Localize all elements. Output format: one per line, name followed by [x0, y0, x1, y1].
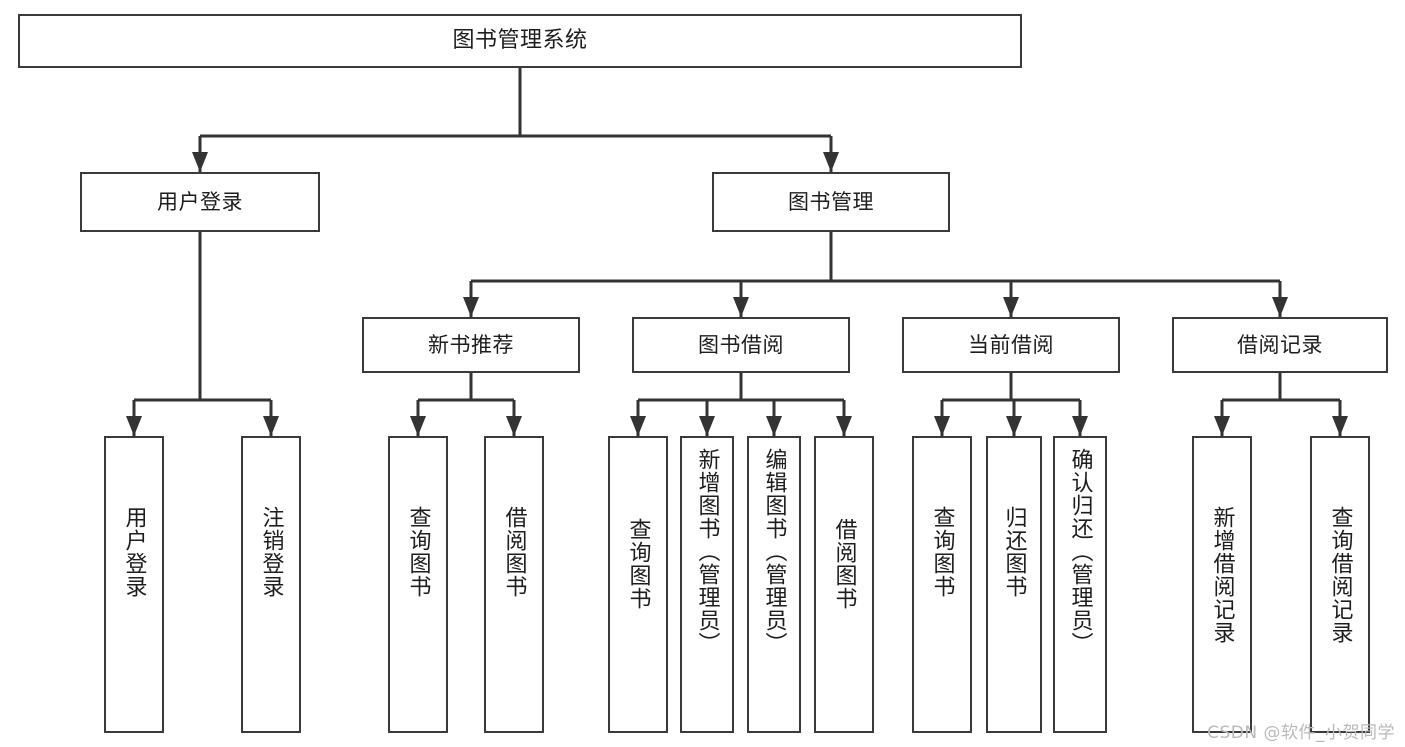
node-label: 用户登录 — [121, 506, 147, 598]
arrowhead — [1214, 416, 1230, 436]
arrowhead — [1072, 416, 1088, 436]
arrowhead — [1332, 416, 1348, 436]
node-label: 查询图书 — [405, 506, 431, 598]
node-book-manage[interactable]: 图书管理 — [712, 172, 950, 232]
arrowhead — [192, 152, 208, 172]
node-leaf-user-logout[interactable]: 注销登录 — [241, 436, 301, 733]
node-leaf-confirm-return[interactable]: 确认归还（管理员） — [1053, 436, 1107, 733]
arrowhead — [733, 297, 749, 317]
node-user-login[interactable]: 用户登录 — [80, 172, 320, 232]
arrowhead — [766, 416, 782, 436]
node-leaf-user-login[interactable]: 用户登录 — [104, 436, 164, 733]
arrowhead — [630, 416, 646, 436]
arrowhead — [463, 297, 479, 317]
node-label: 查询图书 — [929, 506, 955, 598]
node-label: 归还图书 — [1001, 506, 1027, 598]
node-leaf-add-book[interactable]: 新增图书（管理员） — [680, 436, 734, 733]
node-label: 借阅记录 — [1237, 332, 1323, 357]
node-leaf-add-record[interactable]: 新增借阅记录 — [1192, 436, 1252, 733]
arrowhead — [506, 416, 522, 436]
node-label: 图书借阅 — [698, 332, 784, 357]
node-leaf-query-book-3[interactable]: 查询图书 — [912, 436, 972, 733]
node-label: 图书管理 — [788, 189, 874, 214]
arrowhead — [699, 416, 715, 436]
node-label: 图书管理系统 — [452, 28, 588, 54]
node-leaf-query-record[interactable]: 查询借阅记录 — [1310, 436, 1370, 733]
node-label: 当前借阅 — [968, 332, 1054, 357]
node-label: 查询图书 — [625, 518, 651, 610]
node-leaf-borrow-book-1[interactable]: 借阅图书 — [484, 436, 544, 733]
node-book-borrow[interactable]: 图书借阅 — [632, 317, 850, 373]
arrowhead — [1003, 297, 1019, 317]
node-leaf-return-book[interactable]: 归还图书 — [986, 436, 1042, 733]
node-label: 编辑图书（管理员） — [761, 448, 787, 655]
node-label: 查询借阅记录 — [1327, 506, 1353, 644]
node-new-book-rec[interactable]: 新书推荐 — [362, 317, 580, 373]
node-root[interactable]: 图书管理系统 — [18, 14, 1022, 68]
node-label: 借阅图书 — [831, 518, 857, 610]
node-leaf-query-book-1[interactable]: 查询图书 — [388, 436, 448, 733]
node-current-borrow[interactable]: 当前借阅 — [902, 317, 1120, 373]
node-leaf-query-book-2[interactable]: 查询图书 — [608, 436, 668, 733]
node-label: 新增借阅记录 — [1209, 506, 1235, 644]
node-leaf-borrow-book-2[interactable]: 借阅图书 — [814, 436, 874, 733]
node-borrow-record[interactable]: 借阅记录 — [1172, 317, 1388, 373]
arrowhead — [836, 416, 852, 436]
arrowhead — [934, 416, 950, 436]
csdn-watermark: CSDN @软件_小贺同学 — [1207, 723, 1395, 743]
arrowhead — [410, 416, 426, 436]
node-label: 新增图书（管理员） — [694, 448, 720, 655]
arrowhead — [823, 152, 839, 172]
node-label: 确认归还（管理员） — [1067, 448, 1093, 655]
node-label: 注销登录 — [258, 506, 284, 598]
arrowhead — [126, 416, 142, 436]
node-label: 借阅图书 — [501, 506, 527, 598]
arrowhead — [1006, 416, 1022, 436]
arrowhead — [1272, 297, 1288, 317]
node-leaf-edit-book[interactable]: 编辑图书（管理员） — [747, 436, 801, 733]
node-label: 用户登录 — [157, 189, 243, 214]
node-label: 新书推荐 — [428, 332, 514, 357]
arrowhead — [263, 416, 279, 436]
